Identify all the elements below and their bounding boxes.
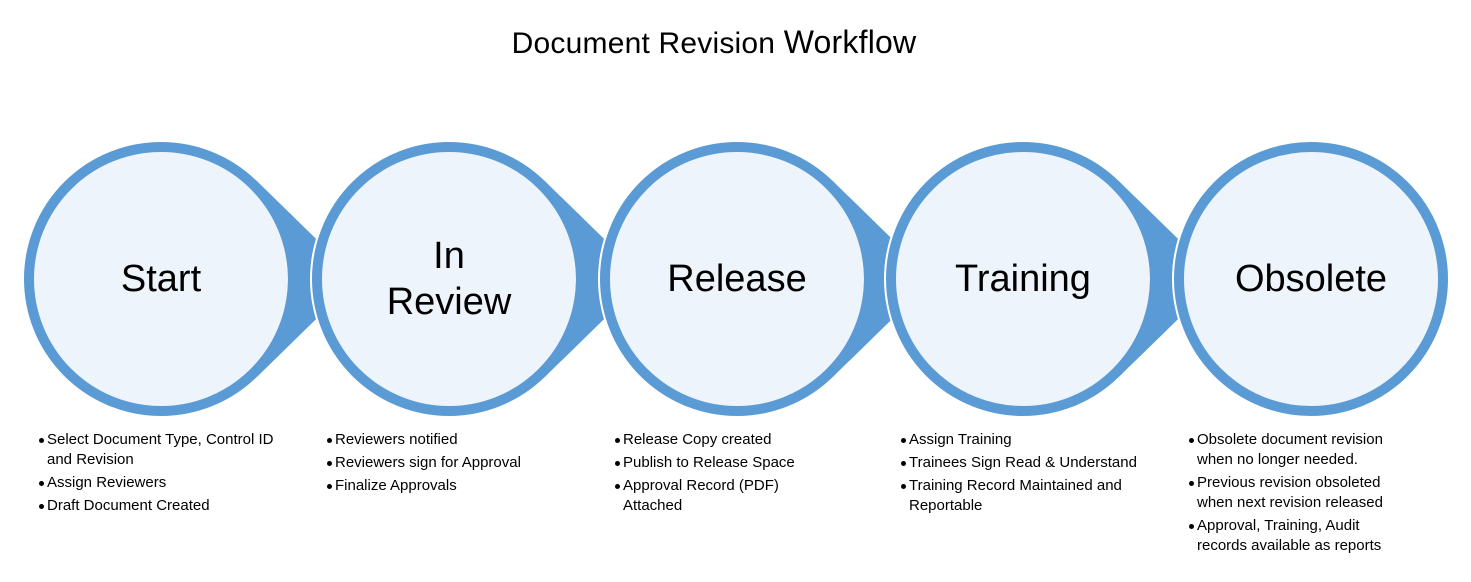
bullet-item: Training Record Maintained and Reportabl… <box>900 476 1155 516</box>
bullet-item: Assign Training <box>900 430 1155 450</box>
bullet-item: Publish to Release Space <box>614 453 799 473</box>
stage-bullets-in-review: Reviewers notified Reviewers sign for Ap… <box>326 430 596 499</box>
diagram-title-emphasis: Workflow <box>783 24 917 60</box>
arrow-head-in-review <box>537 181 645 377</box>
stage-label-training: Training <box>955 258 1091 300</box>
stage-label-obsolete: Obsolete <box>1234 258 1388 300</box>
diagram-title-main: Document Revision <box>511 27 776 60</box>
stage-label-start: Start <box>120 258 202 300</box>
bullet-item: Reviewers sign for Approval <box>326 453 596 473</box>
bullet-item: Draft Document Created <box>38 496 283 516</box>
bullet-item: Finalize Approvals <box>326 476 596 496</box>
bullet-item: Release Copy created <box>614 430 799 450</box>
bullet-item: Approval, Training, Audit records availa… <box>1188 516 1408 556</box>
stage-bullets-start: Select Document Type, Control ID and Rev… <box>38 430 283 519</box>
bullet-item: Assign Reviewers <box>38 473 283 493</box>
stage-bullets-training: Assign Training Trainees Sign Read & Und… <box>900 430 1155 519</box>
bullet-item: Reviewers notified <box>326 430 596 450</box>
arrow-head-release <box>825 181 933 377</box>
bullet-item: Previous revision obsoleted when next re… <box>1188 473 1408 513</box>
stage-label-release: Release <box>667 258 807 300</box>
stage-bullets-release: Release Copy created Publish to Release … <box>614 430 799 519</box>
bullet-item: Approval Record (PDF) Attached <box>614 476 799 516</box>
stage-circle-obsolete <box>1174 142 1448 416</box>
stage-bullets-obsolete: Obsolete document revision when no longe… <box>1188 430 1408 559</box>
circles-layer <box>24 140 1450 418</box>
bullet-item: Trainees Sign Read & Understand <box>900 453 1155 473</box>
arrow-head-start <box>249 181 357 377</box>
diagram-title: Document Revision Workflow <box>0 24 1428 61</box>
bullet-item: Obsolete document revision when no longe… <box>1188 430 1408 470</box>
stage-label-in-review: In Review <box>386 235 512 323</box>
arrow-head-training <box>1111 181 1219 377</box>
bullet-item: Select Document Type, Control ID and Rev… <box>38 430 283 470</box>
